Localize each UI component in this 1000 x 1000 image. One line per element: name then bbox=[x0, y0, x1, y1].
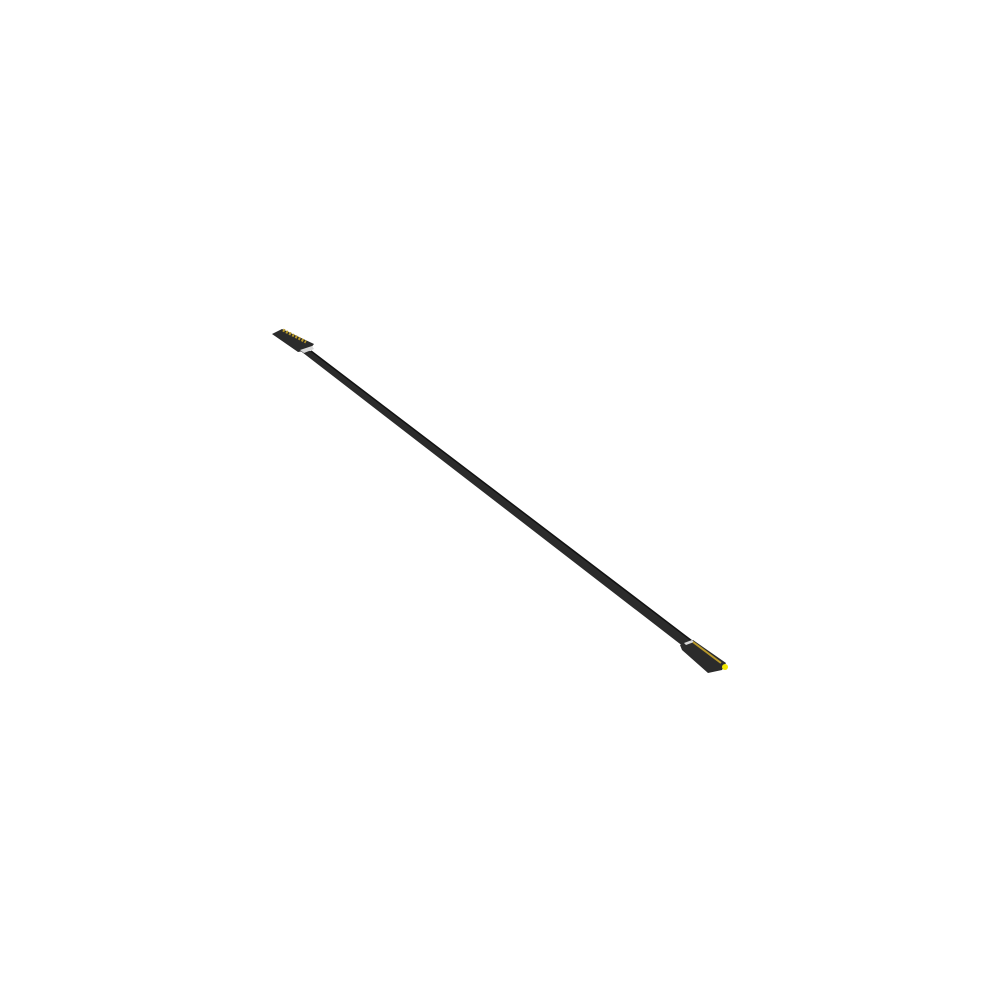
cable-ribbon bbox=[298, 349, 693, 647]
cable-part bbox=[300, 346, 314, 353]
tip-marker bbox=[722, 664, 728, 670]
cable-part bbox=[298, 349, 692, 647]
cable-part bbox=[684, 640, 694, 645]
cable-part bbox=[692, 641, 722, 664]
bottom-connector bbox=[680, 640, 728, 673]
top-connector bbox=[272, 328, 314, 353]
cable-part bbox=[680, 640, 726, 673]
cable-part bbox=[310, 350, 693, 642]
cable-part bbox=[282, 328, 307, 344]
cable-part bbox=[272, 329, 314, 352]
